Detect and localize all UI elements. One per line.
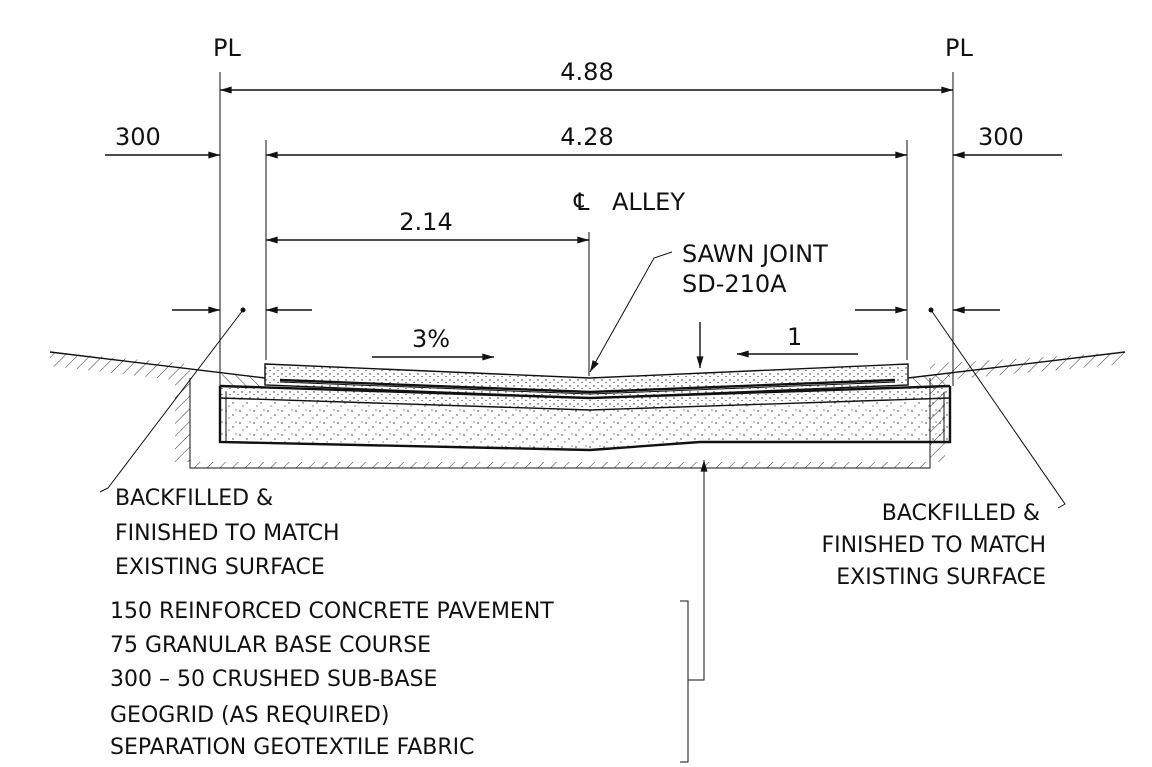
- layer-line-1: 150 REINFORCED CONCRETE PAVEMENT: [110, 599, 554, 624]
- dimension-half-value: 2.14: [399, 208, 452, 236]
- layer-line-4: GEOGRID (AS REQUIRED): [110, 703, 389, 728]
- pavement-edge-lines: [265, 140, 908, 360]
- dimension-right-offset: 300: [953, 123, 1062, 159]
- property-line-right-label: PL: [945, 34, 973, 62]
- dimension-half: 2.14: [265, 208, 589, 244]
- sawn-joint-label: SAWN JOINT: [682, 240, 828, 268]
- left-note-line3: EXISTING SURFACE: [115, 555, 325, 580]
- dimension-overall: 4.88: [220, 58, 953, 94]
- centerline-symbol: ℄: [573, 188, 590, 216]
- layer-schedule-note: 150 REINFORCED CONCRETE PAVEMENT 75 GRAN…: [110, 459, 708, 763]
- slope-ratio: 1: [787, 323, 802, 351]
- dimension-overall-value: 4.88: [560, 58, 613, 86]
- right-note-line2: FINISHED TO MATCH: [821, 533, 1046, 558]
- layer-line-2: 75 GRANULAR BASE COURSE: [110, 633, 431, 658]
- left-note-line1: BACKFILLED &: [115, 486, 273, 511]
- dimension-pavement-value: 4.28: [560, 123, 613, 151]
- dimension-left-offset: 300: [105, 123, 220, 159]
- left-note-line2: FINISHED TO MATCH: [115, 521, 340, 546]
- sub-base-layer: [218, 386, 952, 452]
- backfill-zones: [222, 372, 950, 386]
- right-note-line3: EXISTING SURFACE: [836, 565, 1046, 590]
- slope-indicators: 3% 1: [372, 323, 858, 361]
- dimension-pavement: 4.28: [265, 123, 907, 159]
- property-line-left-label: PL: [213, 34, 241, 62]
- layer-line-5: SEPARATION GEOTEXTILE FABRIC: [110, 735, 474, 760]
- centerline: ℄ ALLEY: [573, 188, 685, 376]
- shoulder-dimension-arrows: [172, 306, 1000, 314]
- property-lines: PL PL: [213, 34, 973, 386]
- dimension-right-offset-value: 300: [978, 123, 1024, 151]
- right-note-line1: BACKFILLED &: [882, 501, 1040, 526]
- left-backfill-note: BACKFILLED & FINISHED TO MATCH EXISTING …: [99, 309, 340, 580]
- sawn-joint-ref: SD-210A: [682, 270, 787, 298]
- slope-percent: 3%: [412, 325, 450, 353]
- centerline-label: ALLEY: [612, 188, 685, 216]
- dimension-left-offset-value: 300: [115, 123, 161, 151]
- right-backfill-note: BACKFILLED & FINISHED TO MATCH EXISTING …: [821, 309, 1066, 590]
- layer-line-3: 300 – 50 CRUSHED SUB-BASE: [110, 667, 437, 692]
- sawn-joint-callout: SAWN JOINT SD-210A: [589, 240, 828, 373]
